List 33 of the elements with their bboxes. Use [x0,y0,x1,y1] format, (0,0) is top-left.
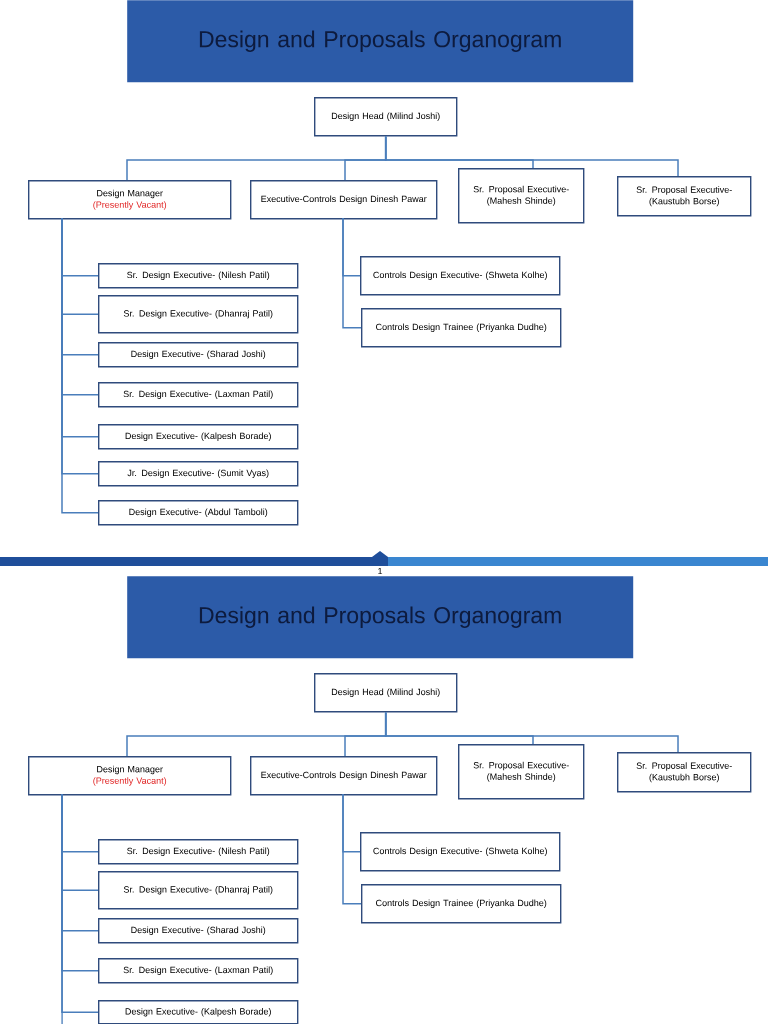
org-box: Design Executive- (Abdul Tamboli) [98,500,299,526]
org-box: Design Executive- (Sharad Joshi) [98,342,299,368]
org-box: Design Executive- (Kalpesh Borade) [98,424,299,450]
title-banner: Design and Proposals Organogram [127,576,634,659]
org-box: Sr. Design Executive- (Dhanraj Patil) [98,295,299,334]
org-box: Sr. Proposal Executive- (Kaustubh Borse) [617,752,752,793]
connector-line [342,217,362,329]
org-box: Sr. Proposal Executive- (Mahesh Shinde) [458,744,585,800]
org-box: Controls Design Trainee (Priyanka Dudhe) [361,308,562,348]
org-box: Sr. Proposal Executive- (Mahesh Shinde) [458,168,585,224]
org-box: Sr. Design Executive- (Laxman Patil) [98,382,299,408]
org-box: Jr. Design Executive- (Sumit Vyas) [98,461,299,487]
connector-line [342,793,362,905]
org-box: Design Executive- (Kalpesh Borade) [98,1000,299,1024]
org-box: Design Manager (Presently Vacant) [28,756,232,796]
connector-line [61,793,63,1024]
org-box: Design Manager (Presently Vacant) [28,180,232,220]
org-box: Executive-Controls Design Dinesh Pawar [250,180,438,220]
org-box: Controls Design Executive- (Shweta Kolhe) [360,256,561,296]
title-banner: Design and Proposals Organogram [127,0,634,83]
org-box: Executive-Controls Design Dinesh Pawar [250,756,438,796]
connector-line [384,135,679,177]
org-box: Design Head (Milind Joshi) [314,673,458,713]
org-box: Sr. Design Executive- (Nilesh Patil) [98,263,299,289]
org-box: Sr. Proposal Executive- (Kaustubh Borse) [617,176,752,217]
org-box: Sr. Design Executive- (Nilesh Patil) [98,839,299,865]
org-box: Controls Design Executive- (Shweta Kolhe) [360,832,561,872]
org-box: Sr. Design Executive- (Laxman Patil) [98,958,299,984]
org-box: Sr. Design Executive- (Dhanraj Patil) [98,871,299,910]
org-box: Design Executive- (Sharad Joshi) [98,918,299,944]
connector-line [384,711,679,753]
org-box: Design Head (Milind Joshi) [314,97,458,137]
org-box: Controls Design Trainee (Priyanka Dudhe) [361,884,562,924]
